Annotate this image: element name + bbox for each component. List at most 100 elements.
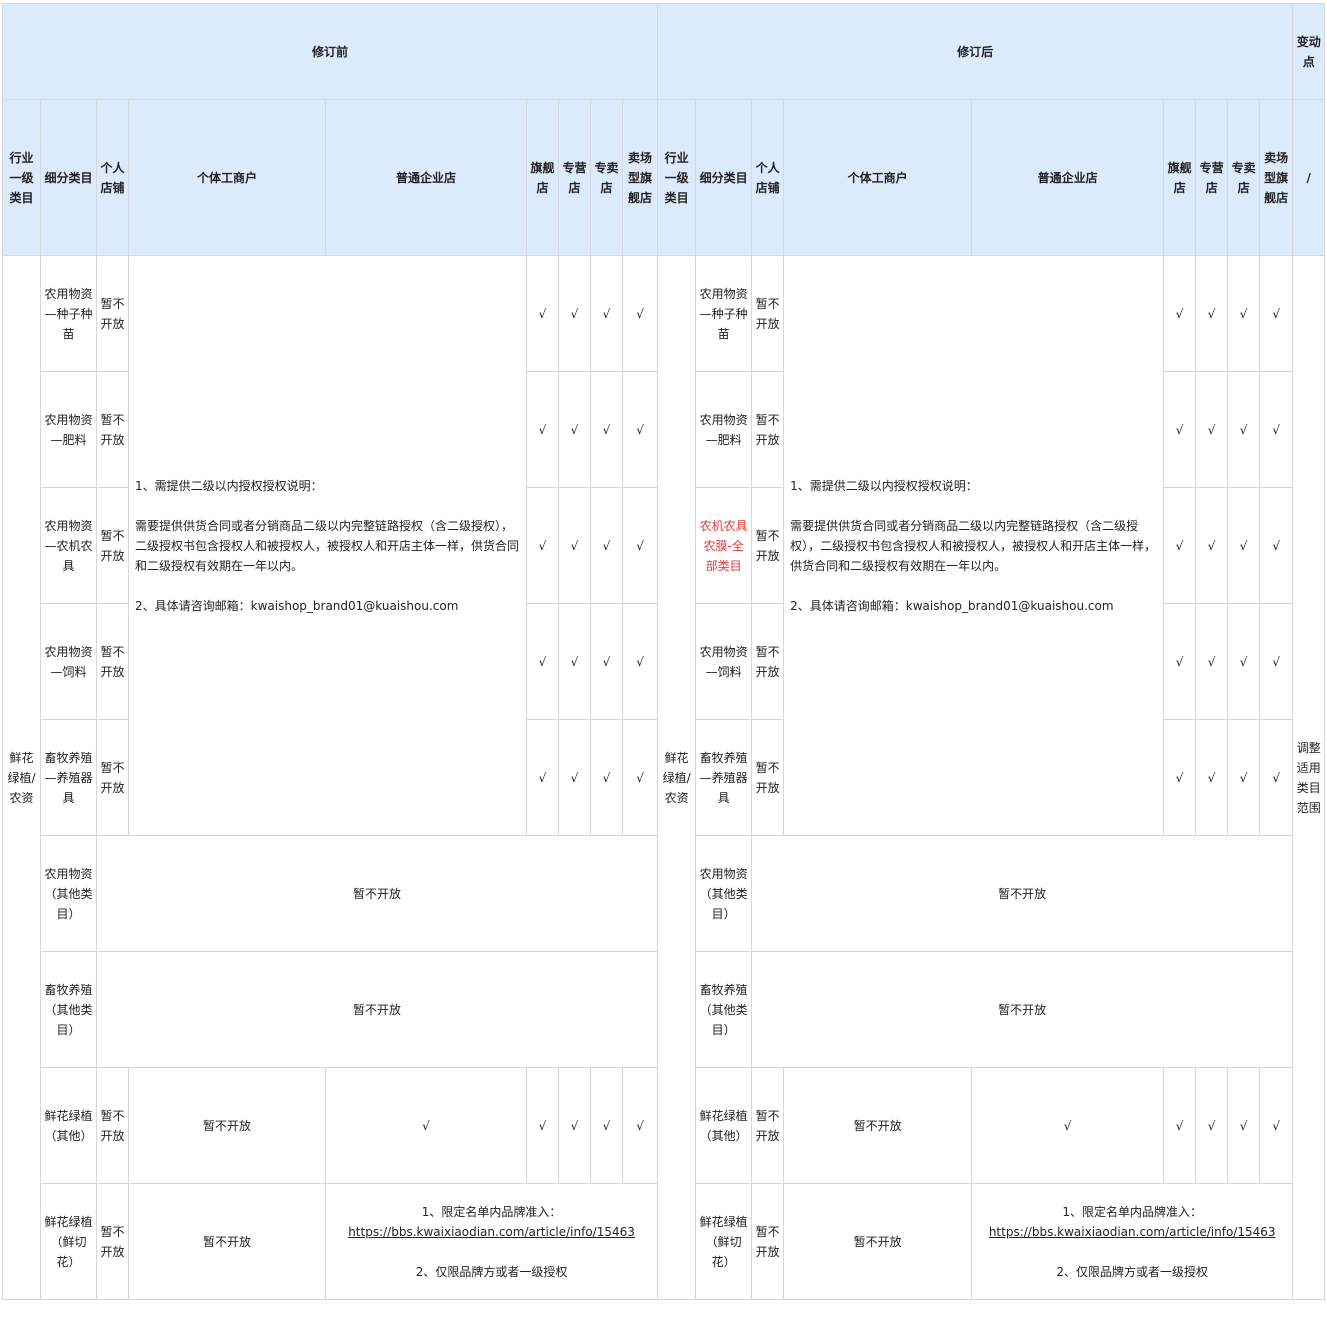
before-subcategory: 农用物资（其他类目） xyxy=(40,835,97,952)
check-mark: √ xyxy=(526,603,559,720)
after-subcategory: 农用物资—种子种苗 xyxy=(695,255,753,372)
before-col-mall-flagship: 卖场型旗舰店 xyxy=(621,99,659,256)
change-point-cell: 调整适用类目范围 xyxy=(1292,255,1326,1300)
after-personal-cell: 暂不开放 xyxy=(751,1183,785,1300)
check-mark: √ xyxy=(621,371,659,488)
after-closed-cell: 暂不开放 xyxy=(751,951,1294,1068)
before-col-subcategory: 细分类目 xyxy=(40,99,97,256)
check-mark: √ xyxy=(1227,603,1261,720)
check-mark: √ xyxy=(590,487,623,604)
after-subcategory-changed: 农机农具农膜-全部类目 xyxy=(695,487,753,604)
after-personal-cell: 暂不开放 xyxy=(751,603,785,720)
check-mark: √ xyxy=(1259,719,1294,836)
check-mark: √ xyxy=(526,487,559,604)
after-individual-cell: 暂不开放 xyxy=(783,1067,973,1184)
check-mark: √ xyxy=(590,371,623,488)
after-col-subcategory: 细分类目 xyxy=(695,99,753,256)
before-col-individual: 个体工商户 xyxy=(128,99,326,256)
after-individual-cell: 暂不开放 xyxy=(783,1183,973,1300)
check-mark: √ xyxy=(1163,487,1197,604)
check-mark: √ xyxy=(1163,371,1197,488)
before-col-exclusive-sale: 专卖店 xyxy=(590,99,623,256)
check-mark: √ xyxy=(1195,1067,1229,1184)
after-subcategory: 鲜花绿植（其他） xyxy=(695,1067,753,1184)
before-auth-note: 1、需提供二级以内授权授权说明： 需要提供供货合同或者分销商品二级以内完整链路授… xyxy=(128,255,527,836)
brand-list-link[interactable]: https://bbs.kwaixiaodian.com/article/inf… xyxy=(348,1224,635,1239)
check-mark: √ xyxy=(1259,371,1294,488)
check-mark: √ xyxy=(558,603,591,720)
policy-comparison-table: 修订前 修订后 变动点 行业一级类目 细分类目 个人店铺 个体工商户 普通企业店… xyxy=(1,3,1326,1300)
check-mark: √ xyxy=(1163,603,1197,720)
check-mark: √ xyxy=(1163,1067,1197,1184)
check-mark: √ xyxy=(1195,255,1229,372)
change-col-slash: / xyxy=(1292,99,1326,256)
before-personal-cell: 暂不开放 xyxy=(96,719,129,836)
check-mark: √ xyxy=(1227,255,1261,372)
before-subcategory: 农用物资—饲料 xyxy=(40,603,97,720)
before-personal-cell: 暂不开放 xyxy=(96,1067,129,1184)
check-mark: √ xyxy=(621,487,659,604)
before-subcategory: 农用物资—农机农具 xyxy=(40,487,97,604)
before-personal-cell: 暂不开放 xyxy=(96,603,129,720)
after-col-exclusive-agency: 专营店 xyxy=(1195,99,1229,256)
before-industry-cell: 鲜花绿植/农资 xyxy=(2,255,41,1300)
check-mark: √ xyxy=(590,603,623,720)
after-col-personal: 个人店铺 xyxy=(751,99,785,256)
after-subcategory: 农用物资—饲料 xyxy=(695,603,753,720)
before-subcategory: 畜牧养殖（其他类目） xyxy=(40,951,97,1068)
brand-list-link[interactable]: https://bbs.kwaixiaodian.com/article/inf… xyxy=(988,1224,1276,1239)
after-personal-cell: 暂不开放 xyxy=(751,371,785,488)
after-col-exclusive-sale: 专卖店 xyxy=(1227,99,1261,256)
check-mark: √ xyxy=(1195,371,1229,488)
check-mark: √ xyxy=(526,371,559,488)
check-mark: √ xyxy=(558,255,591,372)
after-subcategory: 农用物资（其他类目） xyxy=(695,835,753,952)
after-closed-cell: 暂不开放 xyxy=(751,835,1294,952)
check-mark: √ xyxy=(526,1067,559,1184)
check-mark: √ xyxy=(1227,487,1261,604)
check-mark: √ xyxy=(1163,719,1197,836)
check-mark: √ xyxy=(1195,487,1229,604)
after-col-enterprise: 普通企业店 xyxy=(971,99,1165,256)
before-col-industry: 行业一级类目 xyxy=(2,99,41,256)
after-col-flagship: 旗舰店 xyxy=(1163,99,1197,256)
before-subcategory: 鲜花绿植（鲜切花） xyxy=(40,1183,97,1300)
before-subcategory: 农用物资—肥料 xyxy=(40,371,97,488)
after-col-industry: 行业一级类目 xyxy=(657,99,697,256)
check-mark: √ xyxy=(526,719,559,836)
after-personal-cell: 暂不开放 xyxy=(751,255,785,372)
before-subcategory: 农用物资—种子种苗 xyxy=(40,255,97,372)
check-mark: √ xyxy=(558,1067,591,1184)
check-mark: √ xyxy=(526,255,559,372)
check-mark: √ xyxy=(1259,603,1294,720)
after-header: 修订后 xyxy=(657,3,1294,100)
after-col-individual: 个体工商户 xyxy=(783,99,973,256)
check-mark: √ xyxy=(1227,719,1261,836)
check-mark: √ xyxy=(558,371,591,488)
check-mark: √ xyxy=(1195,603,1229,720)
before-subcategory: 鲜花绿植（其他） xyxy=(40,1067,97,1184)
before-personal-cell: 暂不开放 xyxy=(96,1183,129,1300)
check-mark: √ xyxy=(1195,719,1229,836)
after-personal-cell: 暂不开放 xyxy=(751,719,785,836)
change-header: 变动点 xyxy=(1292,3,1326,100)
after-subcategory: 农用物资—肥料 xyxy=(695,371,753,488)
after-auth-note: 1、需提供二级以内授权授权说明： 需要提供供货合同或者分销商品二级以内完整链路授… xyxy=(783,255,1165,836)
check-mark: √ xyxy=(1163,255,1197,372)
check-mark: √ xyxy=(1259,255,1294,372)
before-col-exclusive-agency: 专营店 xyxy=(558,99,591,256)
before-individual-cell: 暂不开放 xyxy=(128,1183,326,1300)
before-individual-cell: 暂不开放 xyxy=(128,1067,326,1184)
check-mark: √ xyxy=(325,1067,527,1184)
before-personal-cell: 暂不开放 xyxy=(96,487,129,604)
check-mark: √ xyxy=(1259,487,1294,604)
check-mark: √ xyxy=(558,719,591,836)
before-col-enterprise: 普通企业店 xyxy=(325,99,527,256)
check-mark: √ xyxy=(621,1067,659,1184)
after-personal-cell: 暂不开放 xyxy=(751,487,785,604)
before-cut-flower-note: 1、限定名单内品牌准入： https://bbs.kwaixiaodian.co… xyxy=(324,1183,659,1300)
check-mark: √ xyxy=(1227,1067,1261,1184)
check-mark: √ xyxy=(621,719,659,836)
after-cut-flower-note: 1、限定名单内品牌准入： https://bbs.kwaixiaodian.co… xyxy=(971,1183,1294,1300)
after-personal-cell: 暂不开放 xyxy=(751,1067,785,1184)
